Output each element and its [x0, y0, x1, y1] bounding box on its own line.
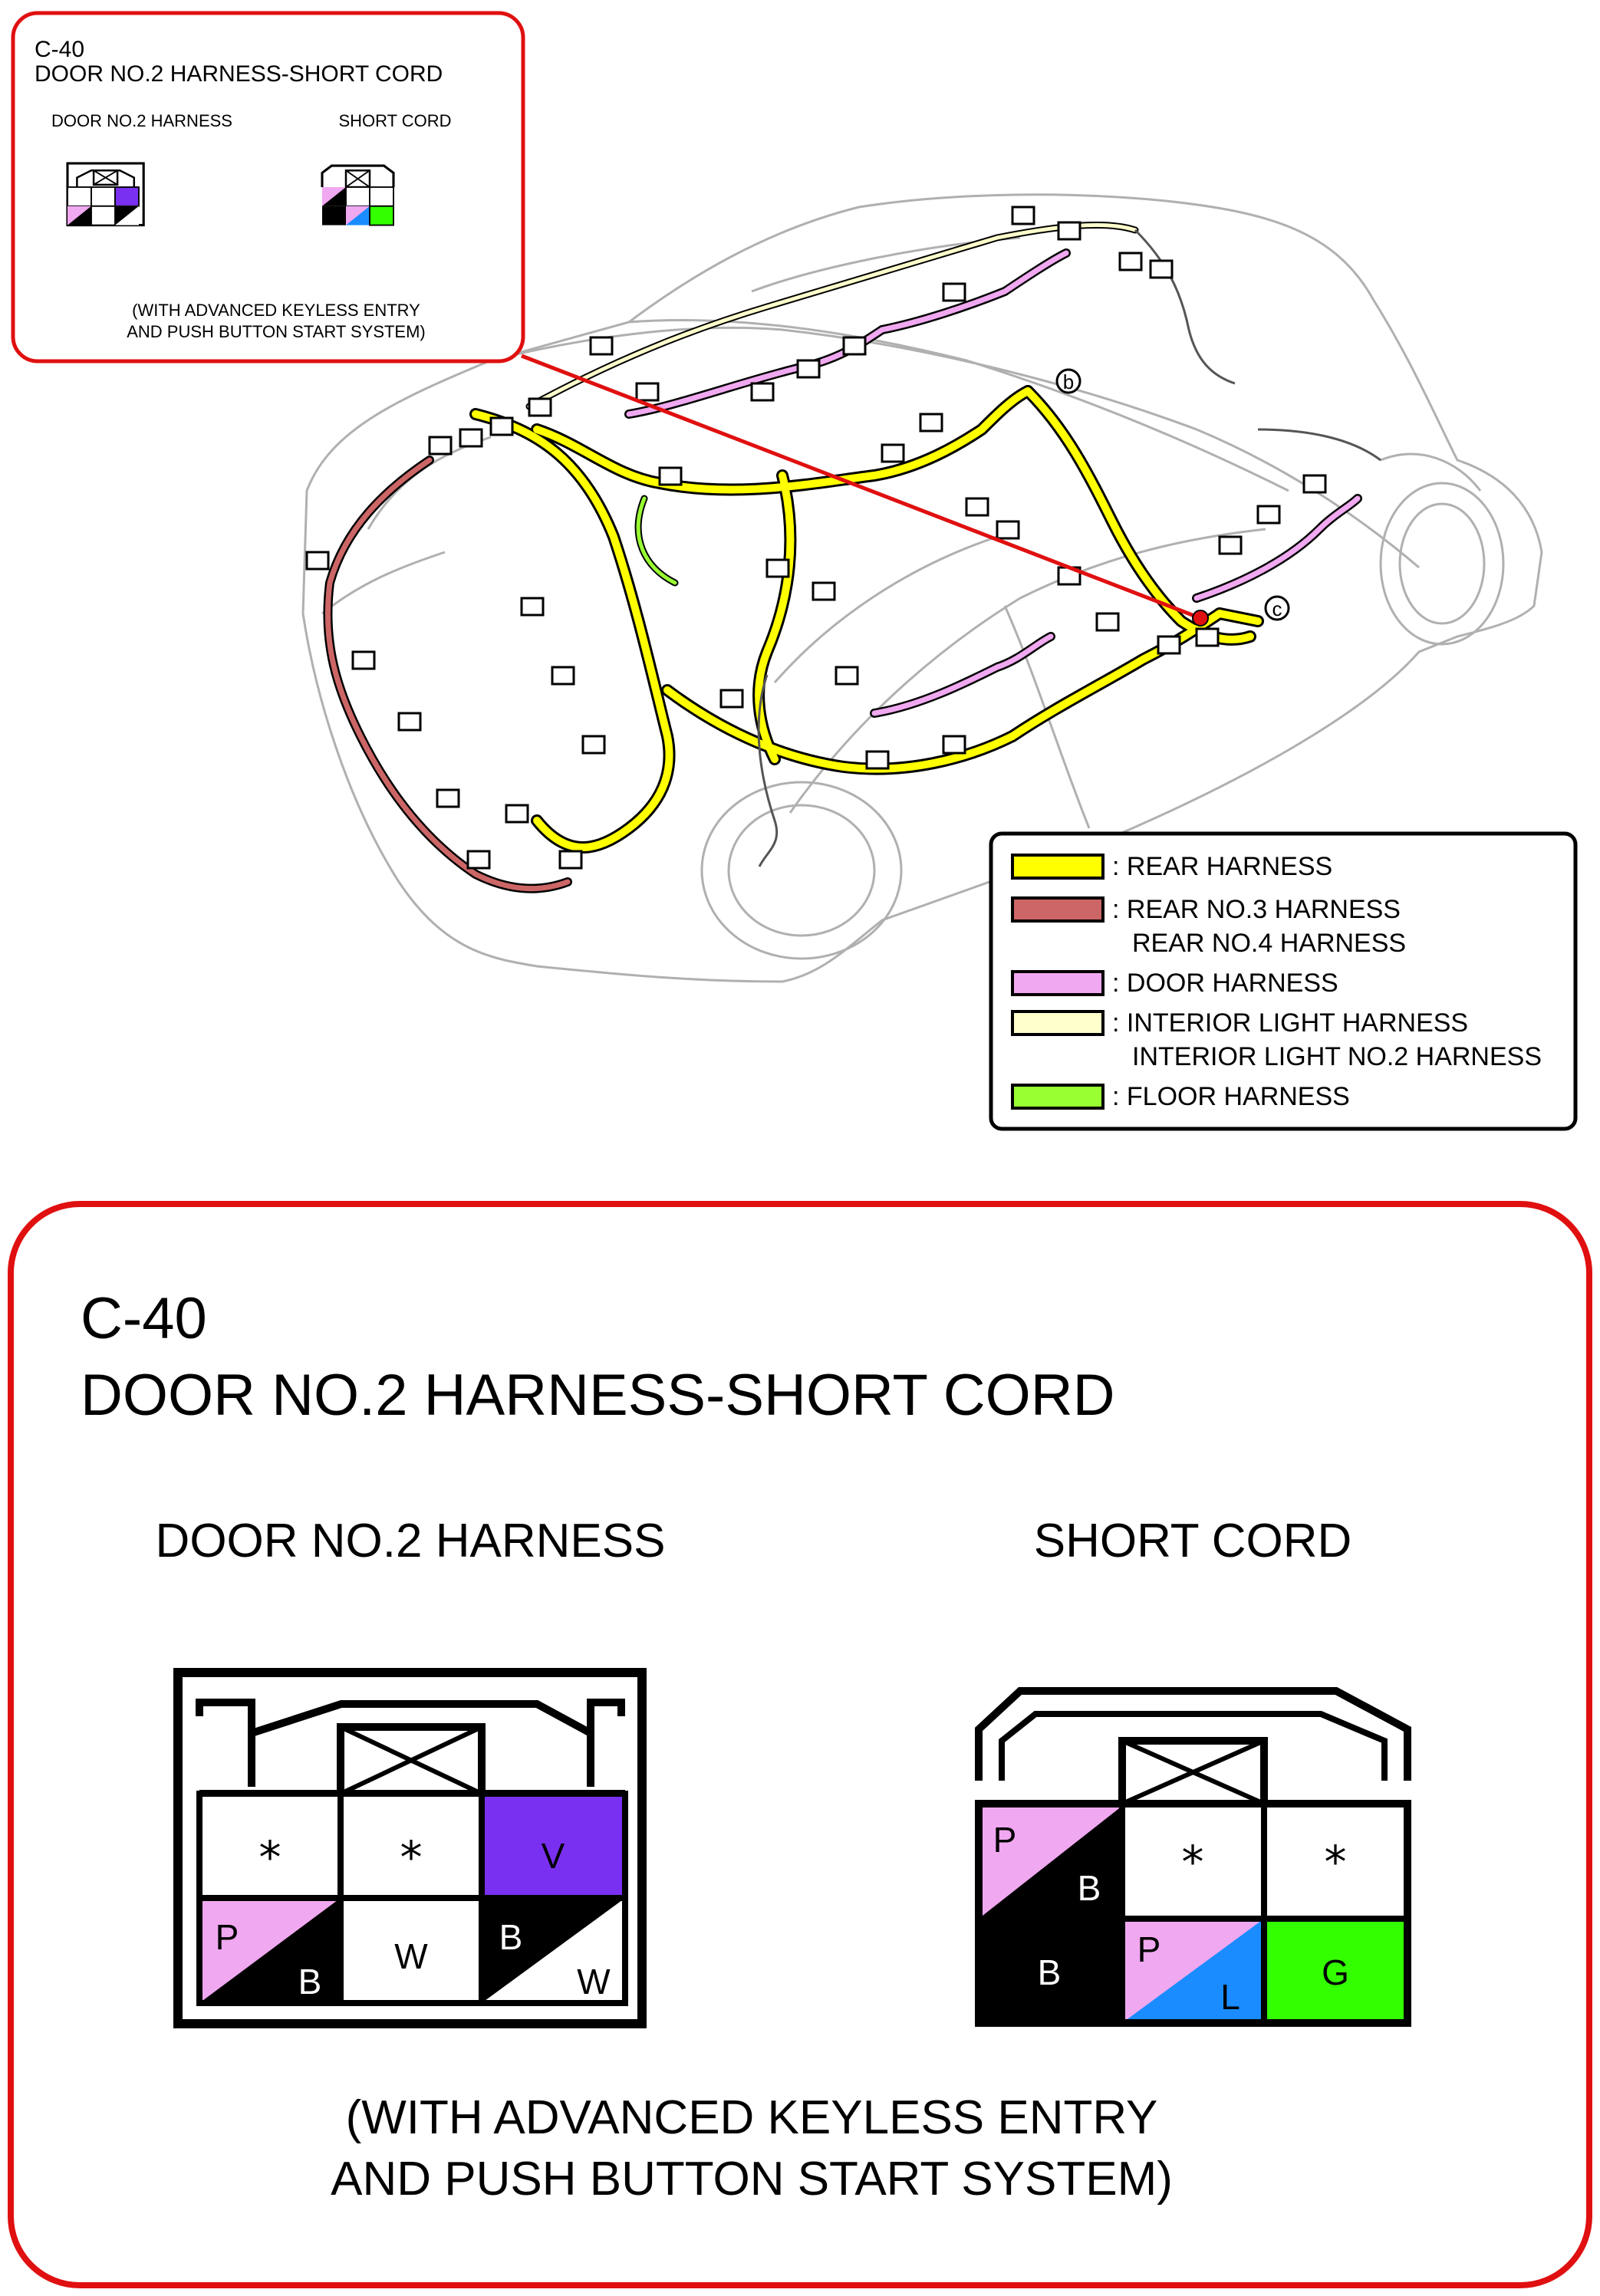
misc-wiring: [757, 229, 1381, 867]
legend-item-floor-harness: : FLOOR HARNESS: [1011, 1080, 1350, 1113]
door-pin-6-lower: W: [577, 1962, 611, 2002]
small-right-label: SHORT CORD: [338, 111, 451, 130]
short-pin-1-upper: P: [993, 1820, 1017, 1860]
short-pin-4: B: [1038, 1952, 1062, 1992]
door-pin-5: W: [394, 1936, 428, 1976]
door-pin-4-lower: B: [298, 1962, 322, 2002]
legend-label-rear: : REAR HARNESS: [1112, 852, 1333, 881]
detail-note-line1: (WITH ADVANCED KEYLESS ENTRY: [346, 2091, 1158, 2144]
callout-target: [1192, 610, 1209, 627]
small-connector-panel: C-40 DOOR NO.2 HARNESS-SHORT CORD DOOR N…: [11, 11, 525, 363]
door-pin-2: *: [400, 1831, 423, 1883]
detail-code: C-40: [81, 1286, 207, 1351]
rear-no3-harness: [323, 456, 572, 893]
detail-note-line2: AND PUSH BUTTON START SYSTEM): [331, 2153, 1173, 2206]
svg-text:b: b: [1063, 370, 1074, 393]
legend-swatch-rear34: [1011, 896, 1105, 923]
legend-swatch-floor: [1011, 1084, 1105, 1110]
legend-swatch-interior: [1011, 1010, 1105, 1036]
legend-box: [989, 831, 1578, 1131]
legend-label-floor: : FLOOR HARNESS: [1112, 1082, 1350, 1111]
door-pin-6-upper: B: [499, 1917, 523, 1957]
small-left-label: DOOR NO.2 HARNESS: [51, 111, 232, 130]
small-short-cord-connector: [321, 164, 395, 226]
legend-swatch-rear: [1011, 854, 1105, 880]
connector-blocks: [305, 206, 1327, 870]
legend-label-rear34-b: REAR NO.4 HARNESS: [1132, 929, 1407, 958]
floor-harness: [634, 495, 679, 587]
short-cord-connector: P B * * B P L G: [975, 1687, 1411, 2027]
legend-label-interior-a: : INTERIOR LIGHT HARNESS: [1112, 1008, 1469, 1038]
door-pin-1: *: [259, 1831, 281, 1883]
interior-light-harness: [525, 221, 1139, 410]
legend-item-door-harness: : DOOR HARNESS: [1011, 966, 1338, 1000]
door-pin-3: V: [542, 1836, 565, 1876]
legend-item-interior-light-harness: : INTERIOR LIGHT HARNESS: [1011, 1006, 1468, 1040]
detail-left-label: DOOR NO.2 HARNESS: [156, 1515, 666, 1567]
marker-c: c: [1264, 595, 1290, 621]
svg-text:c: c: [1272, 597, 1282, 620]
small-door-connector: [66, 162, 145, 227]
legend-label-door: : DOOR HARNESS: [1112, 969, 1338, 998]
small-title: DOOR NO.2 HARNESS-SHORT CORD: [35, 61, 443, 87]
legend-swatch-door: [1011, 970, 1105, 996]
legend-item-rear-no3-harness: : REAR NO.3 HARNESS: [1011, 893, 1401, 926]
rear-harness: [469, 385, 1264, 854]
marker-b: b: [1055, 368, 1081, 394]
short-pin-1-lower: B: [1078, 1868, 1101, 1908]
door-no2-harness-connector: * * V P B W B W: [173, 1668, 647, 2028]
legend-label-rear34-a: : REAR NO.3 HARNESS: [1112, 895, 1401, 924]
detail-title: DOOR NO.2 HARNESS-SHORT CORD: [81, 1363, 1114, 1428]
short-pin-6: G: [1322, 1952, 1349, 1992]
legend: : REAR HARNESS : REAR NO.3 HARNESS REAR …: [1011, 850, 1563, 1118]
legend-label-interior-b: INTERIOR LIGHT NO.2 HARNESS: [1132, 1042, 1542, 1071]
legend-item-rear-harness: : REAR HARNESS: [1011, 850, 1332, 883]
small-note-line1: (WITH ADVANCED KEYLESS ENTRY: [132, 301, 420, 320]
detail-right-label: SHORT CORD: [1034, 1515, 1352, 1567]
small-note-line2: AND PUSH BUTTON START SYSTEM): [127, 322, 426, 341]
short-pin-2: *: [1182, 1836, 1204, 1888]
short-pin-3: *: [1325, 1836, 1347, 1888]
short-pin-5-lower: L: [1220, 1977, 1240, 2017]
callout-line: [521, 354, 1205, 622]
small-code: C-40: [35, 37, 84, 62]
door-pin-4-upper: P: [216, 1917, 239, 1957]
short-pin-5-upper: P: [1137, 1929, 1161, 1969]
